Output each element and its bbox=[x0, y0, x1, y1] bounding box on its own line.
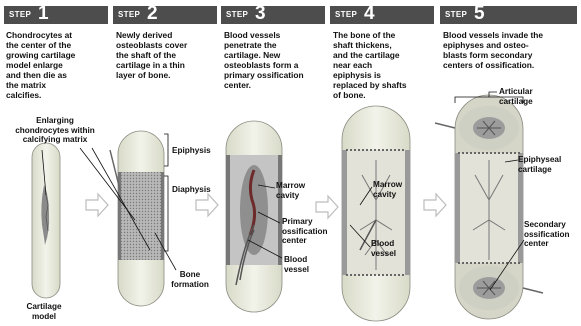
step-5-header: STEP 5 bbox=[440, 6, 577, 24]
step5-bone-illustration bbox=[435, 95, 543, 319]
step3-bone-illustration bbox=[226, 121, 282, 312]
step4-bone-illustration bbox=[342, 106, 410, 321]
step-1-header: STEP 1 bbox=[4, 6, 108, 24]
label-diaphysis: Diaphysis bbox=[172, 185, 211, 195]
step-4-header: STEP 4 bbox=[330, 6, 434, 24]
label-epiphysis: Epiphysis bbox=[172, 146, 211, 156]
step-2-header: STEP 2 bbox=[113, 6, 217, 24]
step-3-header: STEP 3 bbox=[221, 6, 325, 24]
cartilage-model-illustration bbox=[32, 143, 60, 298]
step2-bone-illustration bbox=[110, 131, 164, 306]
